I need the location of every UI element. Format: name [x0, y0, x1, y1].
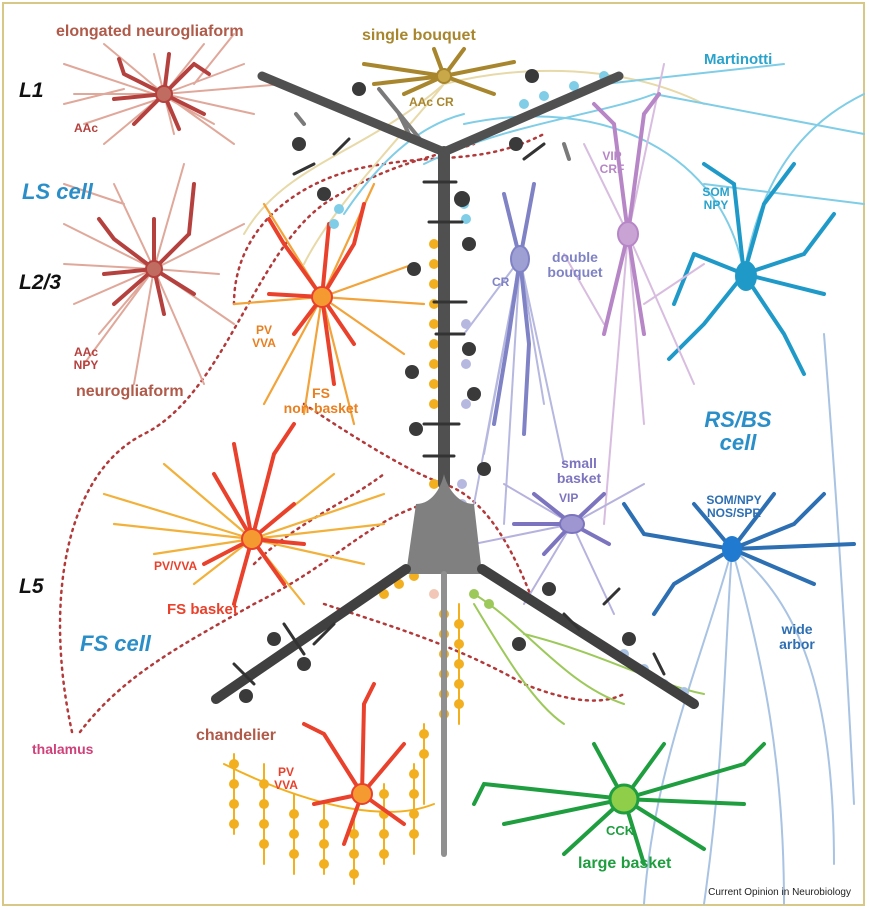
rsbs-label-line2: cell: [698, 431, 778, 454]
elongated-neurogliaform-label: elongated neurogliaform: [56, 24, 244, 41]
single-bouquet-label: single bouquet: [362, 28, 476, 45]
ls-cell-label: LS cell: [22, 180, 93, 203]
wide-arbor-label-line2: arbor: [772, 637, 822, 652]
chandelier-pv-label-line1: PV: [266, 766, 306, 779]
pv-vva-label: PV VVA: [244, 324, 284, 349]
fs-non-basket-label-line1: FS: [276, 386, 366, 401]
wide-arbor-label: wide arbor: [772, 622, 822, 651]
chandelier-label: chandelier: [196, 728, 276, 745]
fs-basket-cell: [104, 424, 384, 604]
vip-crf-label-line2: CRF: [592, 163, 632, 176]
layer-l5-label: L5: [19, 576, 44, 598]
fs-basket-label: FS basket: [167, 602, 238, 618]
chandelier-pv-vva-label: PV VVA: [266, 766, 306, 791]
rsbs-label-line1: RS/BS: [698, 408, 778, 431]
chandelier-vva-label-line2: VVA: [266, 779, 306, 792]
pv-vva-label-line1: PV: [244, 324, 284, 337]
rsbs-cell-label: RS/BS cell: [698, 408, 778, 454]
som-npy-label-line1: SOM: [696, 186, 736, 199]
som-npy-label: SOM NPY: [696, 186, 736, 211]
cck-label: CCK: [606, 824, 634, 838]
som-nos-label-line2: NOS/SPR: [694, 507, 774, 520]
small-basket-label-line1: small: [544, 456, 614, 471]
vip-crf-label: VIP CRF: [592, 150, 632, 175]
aac-npy-label-line2: NPY: [66, 359, 106, 372]
credit-label: Current Opinion in Neurobiology: [708, 888, 851, 899]
aac-label: AAc: [74, 122, 98, 135]
som-npy-label-line2: NPY: [696, 199, 736, 212]
vip-crf-label-line1: VIP: [592, 150, 632, 163]
layer-l23-label: L2/3: [19, 272, 61, 294]
double-bouquet-label: double bouquet: [540, 250, 610, 279]
double-bouquet-label-line2: bouquet: [540, 265, 610, 280]
layer-l1-label: L1: [19, 80, 44, 102]
wide-arbor-label-line1: wide: [772, 622, 822, 637]
cr-label: CR: [492, 276, 509, 289]
double-bouquet-label-line1: double: [540, 250, 610, 265]
small-basket-vip-label: VIP: [559, 492, 578, 505]
small-basket-label: small basket: [544, 456, 614, 485]
fs-cell-label: FS cell: [80, 632, 151, 655]
small-basket-label-line2: basket: [544, 471, 614, 486]
martinotti-label: Martinotti: [704, 52, 772, 68]
som-nos-label-line1: SOM/NPY: [694, 494, 774, 507]
neuron-diagram: [4, 4, 867, 908]
thalamus-label: thalamus: [32, 742, 93, 757]
aac-npy-label-line1: AAc: [66, 346, 106, 359]
large-basket-label: large basket: [578, 856, 671, 873]
fs-non-basket-label: FS non-basket: [276, 386, 366, 415]
neurogliaform-label: neurogliaform: [76, 384, 184, 401]
pv-vva-basket-label: PV/VVA: [154, 560, 197, 573]
aac-npy-label: AAc NPY: [66, 346, 106, 371]
aac-cr-label: AAc CR: [409, 96, 454, 109]
som-nos-label: SOM/NPY NOS/SPR: [694, 494, 774, 519]
pv-vva-label-line2: VVA: [244, 337, 284, 350]
fs-non-basket-label-line2: non-basket: [276, 401, 366, 416]
